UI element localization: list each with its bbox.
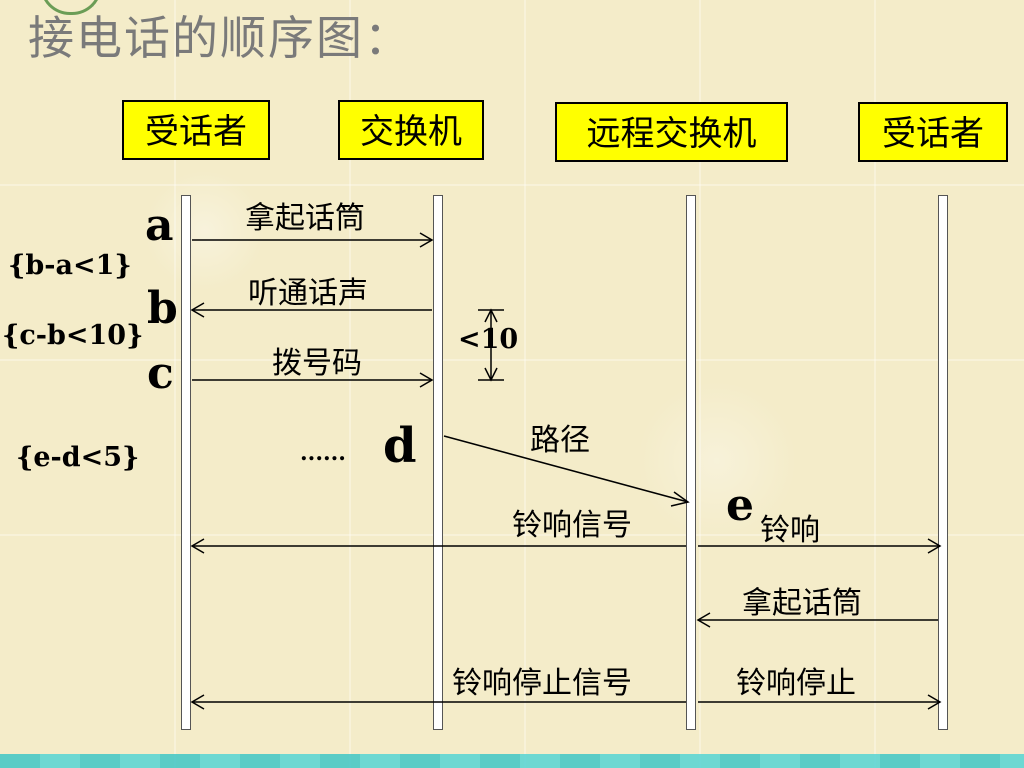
mark-c: c [147,348,174,399]
actor-remote-switch: 远程交换机 [555,102,788,162]
mark-d: d [383,418,417,474]
slide-title: 接电话的顺序图： [28,11,412,65]
constraint-e-d: {e-d<5} [16,442,140,473]
constraint-lt10: <10 [458,324,519,355]
arrowhead-ring-signal [190,538,205,554]
arrowhead-ring [927,538,942,554]
label-route: 路径 [530,423,590,458]
label-ring-stop: 铃响停止 [736,666,856,701]
arrowhead-ring-stop-signal [190,694,205,710]
lifeline-callee-local [181,195,191,730]
arrowhead-dial-tone [190,302,205,318]
constraint-c-b: {c-b<10} [2,320,144,351]
arrow-route [443,435,689,503]
lifeline-remote-switch [686,195,696,730]
actor-callee-local: 受话者 [122,100,270,160]
arrowhead-dial [419,372,434,388]
bracket-arrow-down [484,367,498,382]
lifeline-callee-remote [938,195,948,730]
bottom-band [0,754,1024,768]
label-dial-tone: 听通话声 [248,276,368,311]
mark-a: a [145,200,174,251]
label-answer: 拿起话筒 [742,586,862,621]
arrowhead-answer [696,612,711,628]
mark-e: e [726,480,754,531]
bracket-arrow-up [484,308,498,323]
arrowhead-ring-stop [927,694,942,710]
arrowhead-pick-up [419,232,434,248]
lifeline-switch [433,195,443,730]
label-dial: 拨号码 [272,346,362,381]
label-ring: 铃响 [760,513,820,548]
constraint-b-a: {b-a<1} [8,250,132,281]
label-ring-stop-signal: 铃响停止信号 [452,666,632,701]
label-ring-signal: 铃响信号 [512,508,632,543]
label-pick-up: 拿起话筒 [245,201,365,236]
mark-b: b [147,283,178,334]
actor-callee-remote: 受话者 [858,102,1008,162]
actor-switch: 交换机 [338,100,484,160]
arrowhead-route [670,491,690,507]
label-ellipsis: ...... [300,440,346,466]
